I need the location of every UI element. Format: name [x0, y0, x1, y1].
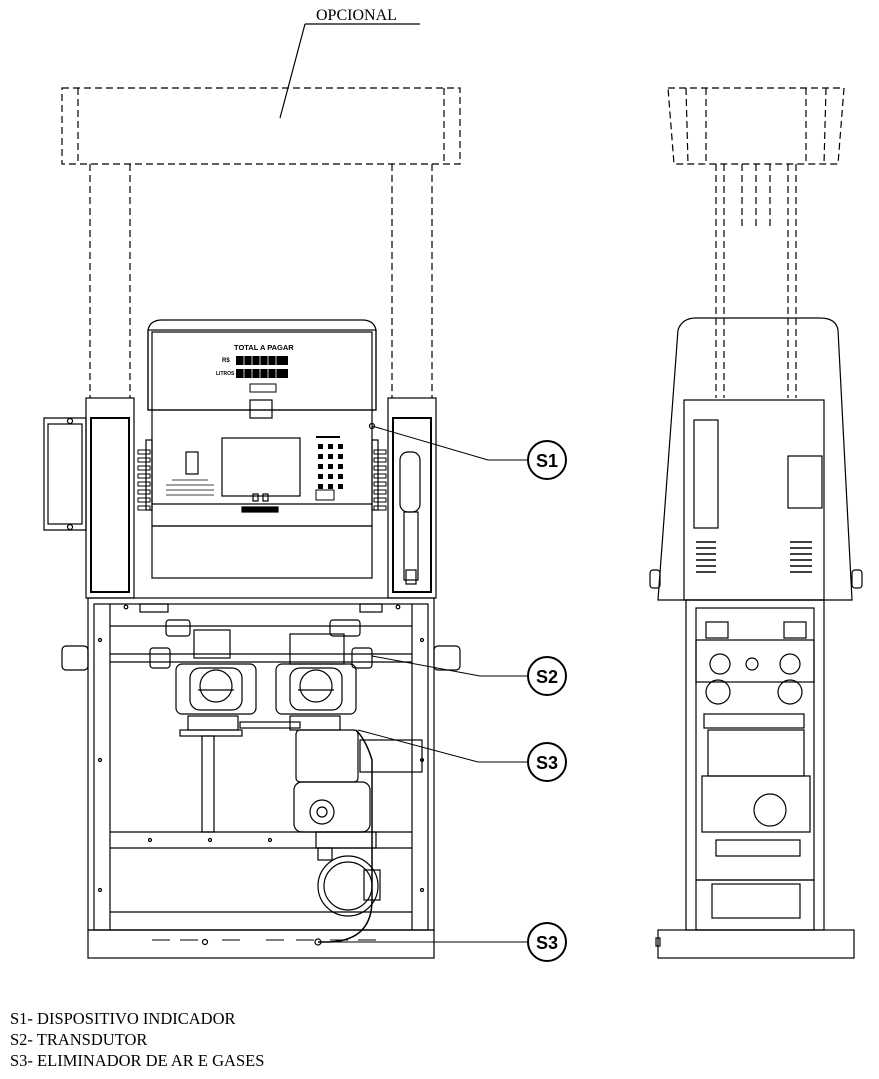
optional-canopy-front [61, 87, 461, 398]
meter-right [239, 619, 373, 731]
callout-s3-label: S3 [536, 753, 558, 773]
side-base [655, 929, 855, 959]
callout-s3-base-label: S3 [536, 933, 558, 953]
meter-left [110, 619, 412, 737]
callout-s1-label: S1 [536, 451, 558, 471]
legend-item-s2: S2- TRANSDUTOR [10, 1030, 148, 1049]
optional-label: OPCIONAL [316, 7, 397, 24]
display-liters: LITROS [216, 371, 235, 377]
legend: S1- DISPOSITIVO INDICADOR S2- TRANSDUTOR… [10, 1008, 264, 1071]
right-hose-housing [373, 397, 437, 599]
optional-canopy-side [667, 87, 845, 398]
callout-s3: S3 [527, 742, 567, 782]
operator-panel [166, 422, 376, 513]
hydraulic-frame [61, 597, 461, 931]
display-currency: R$ [222, 358, 230, 364]
optional-leader-line [279, 23, 420, 119]
legend-item-s3: S3- ELIMINADOR DE AR E GASES [10, 1051, 265, 1070]
callout-leaders [318, 425, 528, 943]
keypad [316, 436, 343, 489]
side-frame [685, 599, 825, 931]
legend-item-s1: S1- DISPOSITIVO INDICADOR [10, 1009, 236, 1028]
pump-unit [201, 729, 423, 946]
callout-s2-label: S2 [536, 667, 558, 687]
callout-s3-base: S3 [527, 922, 567, 962]
side-cabinet [649, 317, 863, 601]
callout-s1: S1 [527, 440, 567, 480]
callout-s2: S2 [527, 656, 567, 696]
dispenser-technical-drawing: OPCIONAL [43, 7, 863, 962]
left-hose-housing [43, 397, 151, 599]
price-display: TOTAL A PAGAR R$ LITROS [216, 343, 294, 419]
front-base [87, 929, 435, 959]
display-title: TOTAL A PAGAR [234, 343, 294, 352]
